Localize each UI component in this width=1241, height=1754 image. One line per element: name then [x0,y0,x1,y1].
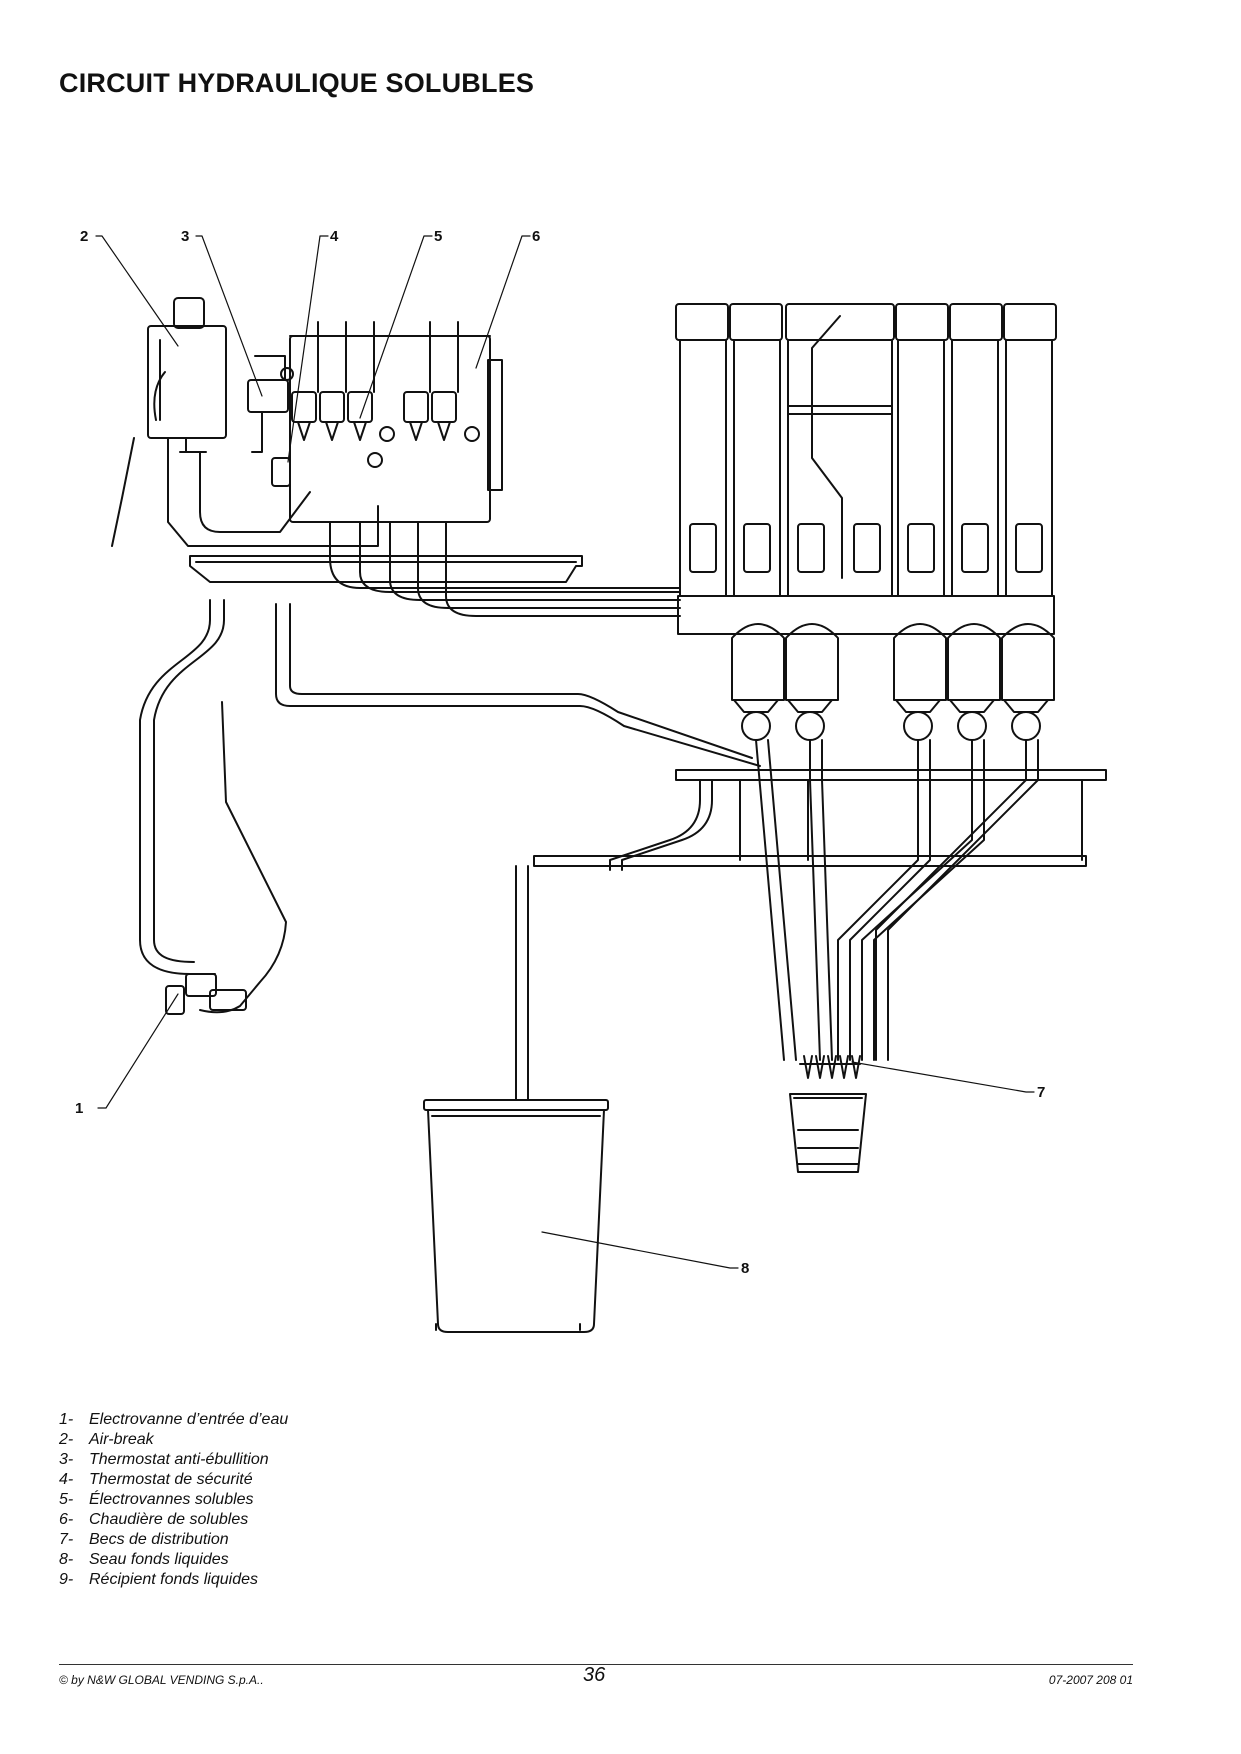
footer-copyright: © by N&W GLOBAL VENDING S.p.A.. [59,1673,264,1687]
cup [789,1093,867,1173]
legend: 1-Electrovanne d’entrée d’eau 2-Air-brea… [59,1410,288,1590]
bowl-support-tray [533,769,1107,867]
waste-bucket [423,1099,609,1333]
callout-labels: 2 3 4 5 6 1 7 8 [75,228,1045,1277]
callout-4: 4 [330,228,339,245]
page-title: CIRCUIT HYDRAULIQUE SOLUBLES [59,68,535,98]
drip-tray [189,555,583,583]
powder-canisters [675,303,1057,635]
anti-boil-thermostat [247,355,289,453]
callout-leaders [95,235,1035,1269]
safety-thermostat [271,367,294,487]
footer-divider [59,1664,1133,1665]
callout-3: 3 [181,228,189,245]
callout-7: 7 [1037,1084,1045,1101]
callout-6: 6 [532,228,540,245]
callout-5: 5 [434,228,442,245]
legend-item: 3-Thermostat anti-ébullition [59,1451,269,1468]
callout-1: 1 [75,1100,83,1117]
legend-item: 7-Becs de distribution [59,1531,229,1548]
air-break-tank [147,297,227,453]
footer-doc-code: 07-2007 208 01 [1048,1673,1133,1687]
legend-item: 1-Electrovanne d’entrée d’eau [59,1411,289,1428]
page-number: 36 [583,1664,606,1686]
soluble-boiler [289,335,503,523]
callout-8: 8 [741,1260,749,1277]
mixing-bowls [731,623,1055,741]
legend-item: 8-Seau fonds liquides [59,1551,229,1568]
hoses [111,437,1039,1101]
legend-item: 5-Électrovannes solubles [59,1491,254,1508]
legend-item: 6-Chaudière de solubles [59,1511,249,1528]
dispensing-nozzles [799,1055,861,1079]
water-inlet-solenoid-valve [165,973,247,1015]
legend-item: 9-Récipient fonds liquides [59,1571,258,1588]
callout-2: 2 [80,228,88,245]
soluble-solenoid-valves [291,321,480,468]
legend-item: 2-Air-break [59,1431,154,1448]
legend-item: 4-Thermostat de sécurité [59,1471,253,1488]
